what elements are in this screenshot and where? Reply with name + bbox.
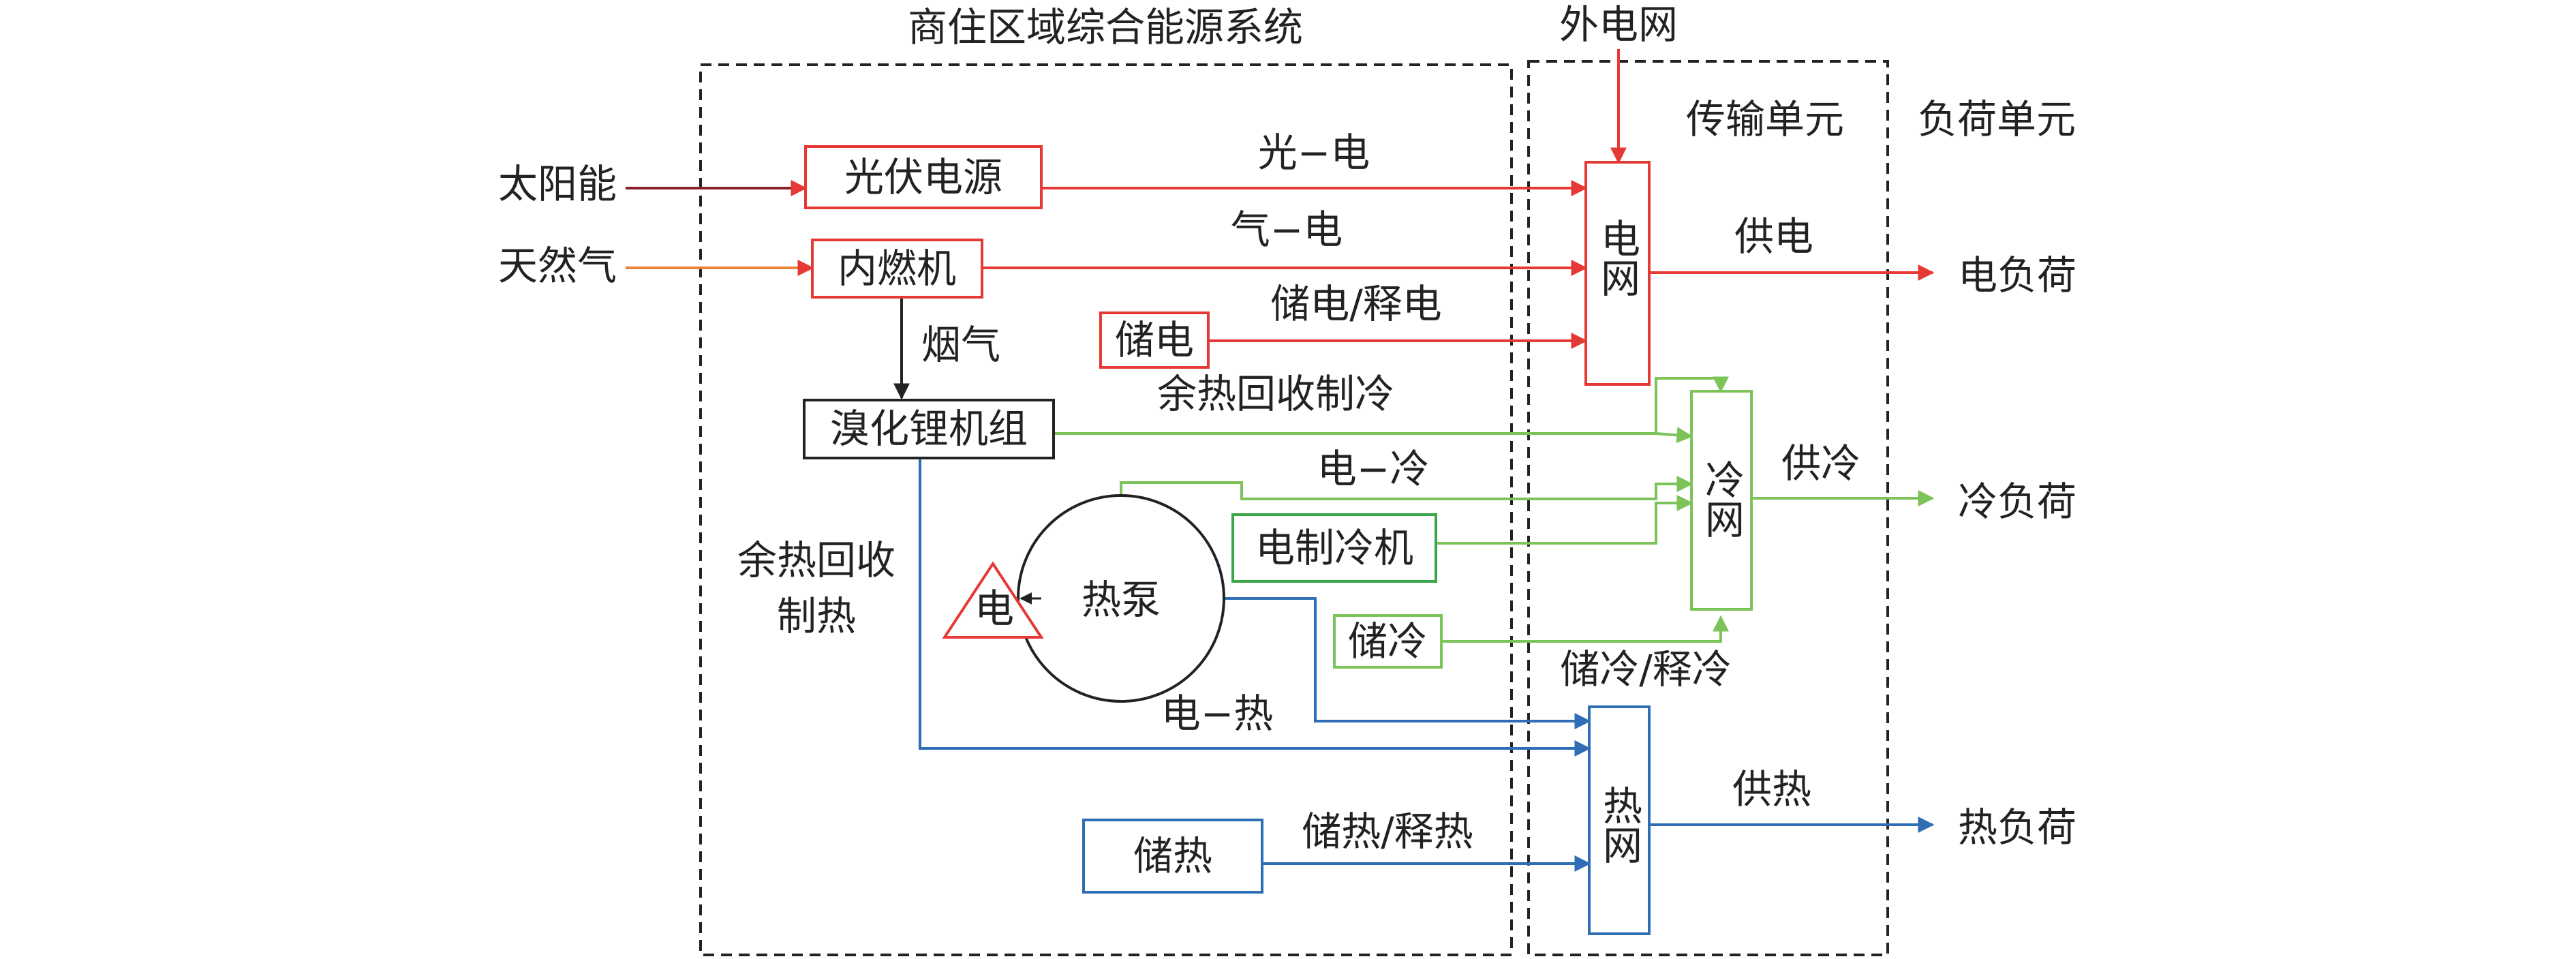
libr-unit-box: 溴化锂机组 bbox=[803, 399, 1055, 459]
flow-label-cold-storage: 储冷/释冷 bbox=[1560, 646, 1732, 692]
cold-storage-label: 储冷 bbox=[1348, 618, 1427, 665]
libr-unit-label: 溴化锂机组 bbox=[830, 406, 1028, 452]
flow-label-power-heat: 电−热 bbox=[1161, 690, 1274, 737]
flow-label-heat-storage: 储热/释热 bbox=[1302, 808, 1473, 855]
heat-pump: 热泵 bbox=[1017, 494, 1225, 703]
flow-label-gas-power: 气−电 bbox=[1231, 207, 1343, 253]
ice-label: 内燃机 bbox=[838, 245, 956, 292]
cold-storage-box: 储冷 bbox=[1333, 614, 1443, 669]
flow-label-supply-power: 供电 bbox=[1734, 213, 1813, 260]
cold-grid-box: 冷网 bbox=[1690, 390, 1753, 611]
transmission-region-title: 传输单元 bbox=[1686, 96, 1844, 142]
flow-label-waste-heating-2: 制热 bbox=[777, 593, 856, 639]
heat-storage-box: 储热 bbox=[1082, 819, 1263, 894]
flow-label-pv: 光−电 bbox=[1258, 130, 1370, 176]
power-grid-label-1: 电网 bbox=[1594, 218, 1640, 297]
heat-pump-power-to-cold-arrow bbox=[1120, 476, 1693, 500]
ice-box: 内燃机 bbox=[811, 239, 983, 299]
flow-label-waste-cooling: 余热回收制冷 bbox=[1157, 371, 1394, 417]
cold-storage-to-cold-grid-arrow bbox=[1441, 615, 1729, 643]
pv-source-box: 光伏电源 bbox=[804, 145, 1043, 209]
chiller-to-cold-grid-arrow bbox=[1436, 495, 1693, 545]
flow-label-flue-gas: 烟气 bbox=[921, 322, 1000, 368]
external-grid-label: 外电网 bbox=[1559, 1, 1678, 48]
cold-grid-label: 冷网 bbox=[1698, 459, 1745, 538]
libr-to-cold-grid-direct bbox=[1655, 427, 1693, 444]
load-region-title: 负荷单元 bbox=[1918, 96, 2076, 142]
heat-grid-label: 热网 bbox=[1596, 785, 1642, 864]
power-grid-box: 电网 bbox=[1584, 161, 1651, 386]
system-region-title: 商住区域综合能源系统 bbox=[908, 4, 1303, 50]
heat-pump-label: 热泵 bbox=[1082, 577, 1161, 623]
libr-waste-heat-arrow bbox=[919, 458, 1591, 757]
electric-chiller-label: 电制冷机 bbox=[1255, 525, 1413, 571]
flow-label-waste-heating-1: 余热回收 bbox=[737, 537, 895, 583]
electric-triangle: 电 bbox=[942, 561, 1044, 639]
flow-label-supply-cooling: 供冷 bbox=[1781, 440, 1860, 487]
solar-input-label: 太阳能 bbox=[498, 161, 617, 207]
gas-input-label: 天然气 bbox=[498, 243, 617, 289]
elec-storage-label: 储电 bbox=[1115, 317, 1194, 363]
flow-label-elec-storage: 储电/释电 bbox=[1270, 281, 1442, 327]
transmission-region-box bbox=[1527, 60, 1889, 956]
elec-storage-box: 储电 bbox=[1099, 311, 1210, 369]
flow-label-supply-heat: 供热 bbox=[1732, 766, 1811, 812]
cooling-load-label: 冷负荷 bbox=[1958, 478, 2076, 525]
pv-source-label: 光伏电源 bbox=[844, 154, 1002, 200]
heat-pump-to-heat-grid-arrow bbox=[1224, 597, 1591, 729]
heat-grid-box: 热网 bbox=[1588, 705, 1651, 935]
electric-chiller-box: 电制冷机 bbox=[1231, 513, 1437, 583]
libr-to-cold-grid-arrow bbox=[1054, 376, 1729, 435]
heat-storage-label: 储热 bbox=[1133, 833, 1212, 879]
heat-load-label: 热负荷 bbox=[1958, 804, 2076, 851]
flow-label-power-cooling: 电−冷 bbox=[1317, 446, 1430, 492]
electric-triangle-label: 电 bbox=[975, 585, 1014, 632]
power-load-label: 电负荷 bbox=[1958, 252, 2076, 299]
